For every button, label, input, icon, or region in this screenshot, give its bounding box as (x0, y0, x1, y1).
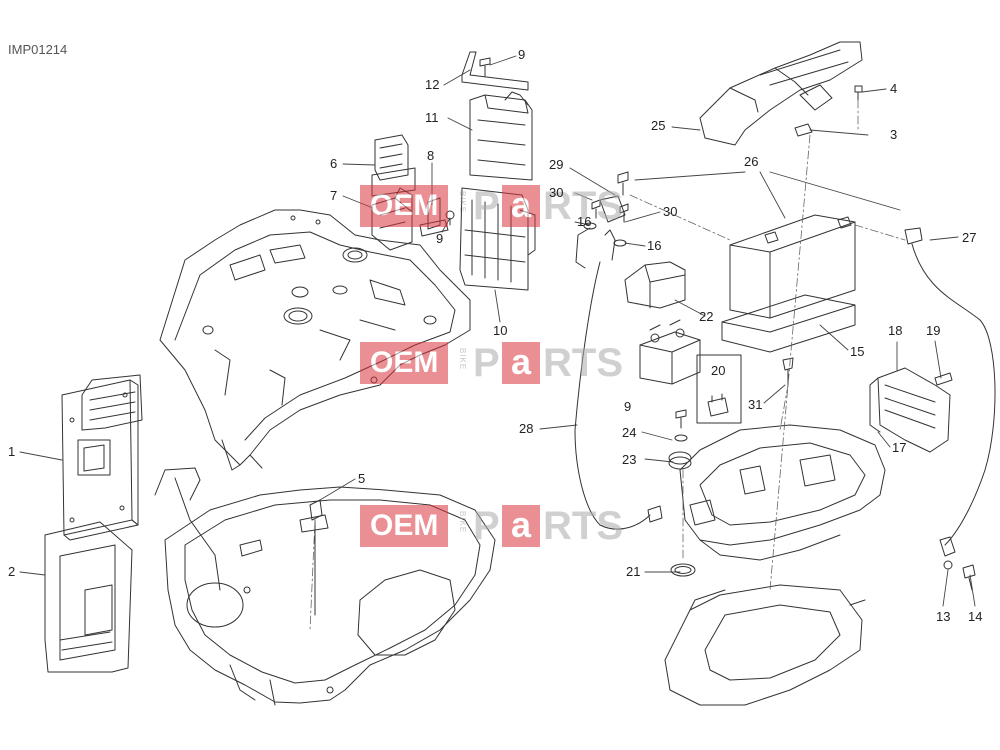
callout-27: 27 (962, 230, 977, 245)
battery (729, 214, 856, 319)
upper-frame (159, 209, 471, 471)
ecu-cover (44, 521, 133, 673)
voltage-regulator (869, 367, 951, 453)
callout-30-right: 30 (663, 204, 678, 219)
callout-24: 24 (622, 425, 637, 440)
top-bracket-strip (461, 51, 529, 91)
callout-31: 31 (748, 397, 763, 412)
callout-15: 15 (850, 344, 865, 359)
callout-7: 7 (330, 188, 338, 203)
rear-bracket (699, 41, 863, 146)
ground-fasteners (943, 560, 976, 591)
callout-6: 6 (330, 156, 338, 171)
callout-14: 14 (968, 609, 983, 624)
relay-cover (624, 261, 686, 309)
starter-cable (574, 227, 663, 530)
callout-16-right: 16 (647, 238, 662, 253)
callout-9-mid: 9 (436, 231, 444, 246)
callout-12: 12 (425, 77, 440, 92)
document-code: IMP01214 (8, 42, 68, 57)
callout-2: 2 (8, 564, 16, 579)
callout-9-right: 9 (624, 399, 632, 414)
bottom-plate (664, 584, 866, 706)
starter-relay (639, 319, 701, 385)
fuse-box-cover (469, 91, 533, 181)
callout-25: 25 (651, 118, 666, 133)
callout-13: 13 (936, 609, 951, 624)
screw-9-top (479, 57, 491, 77)
watermark-logo-3: OEM BIKE P a RTS (360, 185, 650, 227)
callout-16-left: 16 (577, 214, 592, 229)
callout-19: 19 (926, 323, 941, 338)
callout-10: 10 (493, 323, 508, 338)
callout-28: 28 (519, 421, 534, 436)
callout-3: 3 (890, 127, 898, 142)
callout-23: 23 (622, 452, 637, 467)
assembly-lines (309, 99, 906, 631)
callout-17: 17 (892, 440, 907, 455)
callout-29: 29 (549, 157, 564, 172)
rubber-parts (668, 409, 696, 577)
callout-22: 22 (699, 309, 714, 324)
ecu-unit (61, 374, 143, 541)
callout-9-top: 9 (518, 47, 526, 62)
battery-tray (679, 424, 886, 561)
ground-cable (904, 227, 996, 557)
callout-11: 11 (425, 110, 439, 125)
callout-5: 5 (358, 471, 366, 486)
bolt-19 (934, 372, 953, 386)
fuse-detail-box (696, 354, 742, 424)
callout-20: 20 (711, 363, 726, 378)
callout-21: 21 (626, 564, 641, 579)
watermark-logo-2: OEM BIKE P a RTS (360, 505, 650, 547)
lower-tray (154, 467, 496, 706)
callout-1: 1 (8, 444, 16, 459)
callout-4: 4 (890, 81, 898, 96)
battery-pad (721, 294, 856, 353)
callout-30-left: 30 (549, 185, 564, 200)
callout-8: 8 (427, 148, 435, 163)
terminal-screws (583, 171, 629, 247)
callout-26: 26 (744, 154, 759, 169)
watermark-logo-1: OEM BIKE P a RTS (360, 342, 650, 384)
bolt-31 (782, 357, 794, 386)
callout-18: 18 (888, 323, 903, 338)
